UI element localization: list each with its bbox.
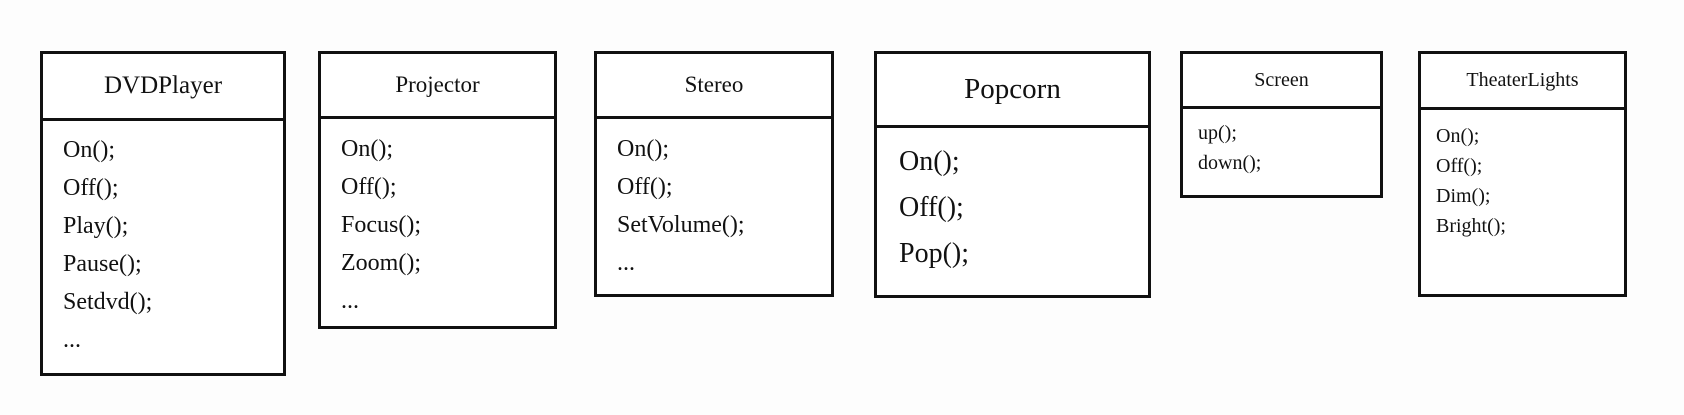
method-item: Pause(); (63, 251, 142, 277)
method-item: On(); (1436, 125, 1480, 147)
method-item: On(); (63, 137, 115, 163)
method-list: up(); down(); (1183, 109, 1380, 173)
method-item: Zoom(); (341, 250, 421, 276)
method-list: On(); Off(); Dim(); Bright(); (1421, 110, 1624, 236)
class-box-screen: Screen up(); down(); (1180, 51, 1383, 198)
method-item: Bright(); (1436, 215, 1506, 237)
method-item: Play(); (63, 213, 129, 239)
method-list: On(); Off(); SetVolume(); ... (597, 119, 831, 275)
class-name: DVDPlayer (43, 54, 283, 121)
method-item: On(); (617, 136, 669, 162)
class-box-stereo: Stereo On(); Off(); SetVolume(); ... (594, 51, 834, 297)
method-item: Off(); (1436, 155, 1483, 177)
class-box-theaterlights: TheaterLights On(); Off(); Dim(); Bright… (1418, 51, 1627, 297)
method-item: Off(); (63, 175, 119, 201)
class-name: Projector (321, 54, 554, 119)
method-item: Pop(); (899, 238, 969, 269)
class-box-projector: Projector On(); Off(); Focus(); Zoom(); … (318, 51, 557, 329)
method-item: down(); (1198, 152, 1262, 174)
method-item: up(); (1198, 122, 1237, 144)
method-item: Focus(); (341, 212, 421, 238)
class-box-popcorn: Popcorn On(); Off(); Pop(); (874, 51, 1151, 298)
method-item: On(); (899, 146, 960, 177)
method-list: On(); Off(); Play(); Pause(); Setdvd(); … (43, 121, 283, 352)
method-item: On(); (341, 136, 393, 162)
class-box-dvdplayer: DVDPlayer On(); Off(); Play(); Pause(); … (40, 51, 286, 376)
method-item: Setdvd(); (63, 289, 153, 315)
method-item: Off(); (617, 174, 673, 200)
method-item: Off(); (899, 192, 964, 223)
method-list: On(); Off(); Pop(); (877, 128, 1148, 268)
class-name: Screen (1183, 54, 1380, 109)
method-ellipsis: ... (63, 327, 81, 353)
method-ellipsis: ... (341, 288, 359, 314)
method-ellipsis: ... (617, 250, 635, 276)
class-name: Popcorn (877, 54, 1148, 128)
method-item: Off(); (341, 174, 397, 200)
class-name: Stereo (597, 54, 831, 119)
class-name: TheaterLights (1421, 54, 1624, 110)
method-item: Dim(); (1436, 185, 1491, 207)
method-list: On(); Off(); Focus(); Zoom(); ... (321, 119, 554, 313)
method-item: SetVolume(); (617, 212, 745, 238)
